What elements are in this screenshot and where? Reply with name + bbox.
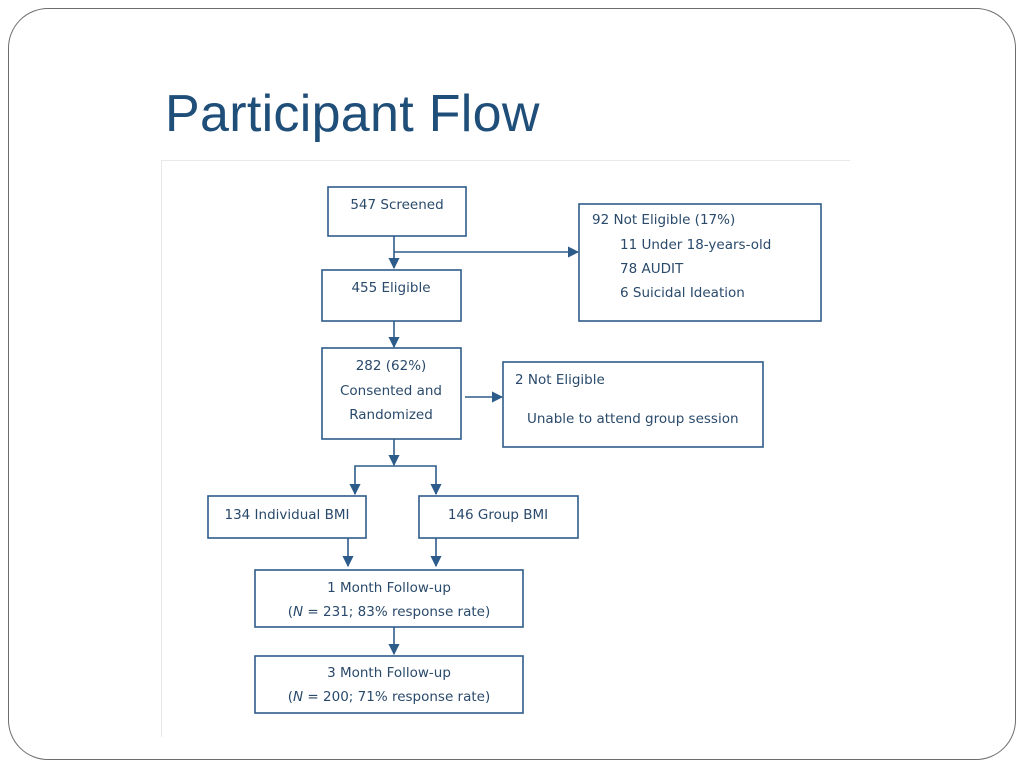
node-line-randomized: Randomized [349,407,433,423]
node-box [254,655,524,714]
node-group-bmi: 146 Group BMI [418,495,579,539]
node-box [327,186,467,237]
node-label: 146 Group BMI [448,507,548,523]
node-heading: 2 Not Eligible [515,372,605,388]
node-individual-bmi: 134 Individual BMI [207,495,367,539]
node-not-eligible-screening: 92 Not Eligible (17%) 11 Under 18-years-… [578,203,822,322]
n-label: N [293,689,303,705]
node-title: 1 Month Follow-up [327,580,451,596]
node-stats: (N = 231; 83% response rate) [288,604,491,620]
node-stats: (N = 200; 71% response rate) [288,689,491,705]
node-box [321,269,462,322]
node-box [502,361,764,448]
node-label: 134 Individual BMI [225,507,350,523]
stats-text: = 231; 83% response rate) [303,604,490,620]
node-not-eligible-group: 2 Not Eligible Unable to attend group se… [502,361,764,448]
n-label: N [293,604,303,620]
node-title: 3 Month Follow-up [327,665,451,681]
node-label: 455 Eligible [351,280,430,296]
node-box [207,495,367,539]
node-box [321,347,462,440]
reason-unable-attend: Unable to attend group session [527,411,739,427]
node-screened: 547 Screened [327,186,467,237]
reason-suicidal-ideation: 6 Suicidal Ideation [620,285,745,301]
node-followup-3-month: 3 Month Follow-up (N = 200; 71% response… [254,655,524,714]
node-followup-1-month: 1 Month Follow-up (N = 231; 83% response… [254,569,524,628]
reason-under-18: 11 Under 18-years-old [620,237,771,253]
node-eligible: 455 Eligible [321,269,462,322]
edge-randomization-split [354,465,437,494]
node-consented-randomized: 282 (62%) Consented and Randomized [321,347,462,440]
node-box [418,495,579,539]
slide-title: Participant Flow [165,85,540,143]
node-heading: 92 Not Eligible (17%) [592,212,735,228]
node-line-count: 282 (62%) [356,358,427,374]
node-box [578,203,822,322]
reason-audit: 78 AUDIT [620,261,684,277]
node-box [254,569,524,628]
stats-text: = 200; 71% response rate) [303,689,490,705]
node-label: 547 Screened [350,197,443,213]
flow-connectors [342,236,580,656]
node-line-consented: Consented and [340,383,442,399]
